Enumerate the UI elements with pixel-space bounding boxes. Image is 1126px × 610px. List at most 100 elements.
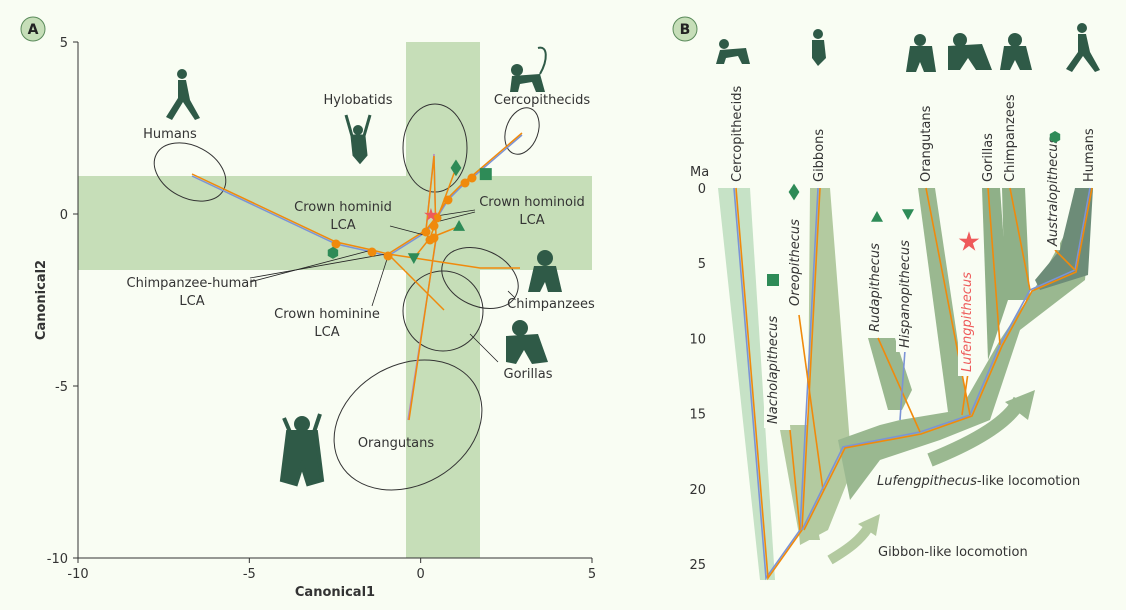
cercopithecids-ellipse <box>504 107 540 155</box>
taxon-cercopithecids: Cercopithecids <box>730 86 745 182</box>
lufeng-locomotion-italic: Lufengpithecus <box>877 474 977 489</box>
fossil-markers <box>327 159 492 265</box>
gibbon-icon <box>344 114 372 165</box>
ancestral-node <box>443 195 453 205</box>
tree-fossil-marker-lufengpithecus <box>958 231 980 251</box>
tree-fossil-marker-rudapithecus <box>871 211 883 222</box>
fossil-australopithecus: Australopithecus <box>1046 137 1061 247</box>
label-humans: Humans <box>143 127 197 142</box>
gibbon-icon <box>812 29 826 66</box>
silhouettes-a <box>166 46 562 487</box>
fossil-labels: Nacholapithecus Oreopithecus Rudapithecu… <box>764 137 1061 428</box>
x-axis-title: Canonical1 <box>295 585 375 600</box>
ma-tick-label: 25 <box>689 558 706 573</box>
vertical-band <box>406 42 480 558</box>
gibbon-arrow <box>827 525 873 565</box>
label-hylobatids: Hylobatids <box>324 93 393 108</box>
ancestral-node <box>383 251 393 261</box>
fossil-hispanopithecus: Hispanopithecus <box>898 240 913 348</box>
ma-label: Ma <box>690 165 709 180</box>
x-tick-label: -10 <box>67 567 88 582</box>
fossil-marker-australopithecus <box>327 246 339 259</box>
panel-a-badge <box>20 16 46 42</box>
fossil-marker-hispanopithecus <box>407 253 420 265</box>
silhouettes-b <box>716 23 1100 72</box>
panel-b-badge <box>672 16 698 42</box>
ma-tick-label: 5 <box>698 257 706 272</box>
human-running-icon <box>1066 23 1100 72</box>
label-crown-hominine: Crown hominine <box>274 307 380 322</box>
label-gorillas: Gorillas <box>504 367 553 382</box>
leader-lines <box>249 209 516 363</box>
panel-a-label: A <box>28 22 39 38</box>
x-tick-label: 0 <box>417 567 425 582</box>
tree-fossil-marker-nacholapithecus <box>767 274 779 286</box>
label-crown-hominid: Crown hominid <box>294 200 392 215</box>
ancestral-node <box>421 227 431 237</box>
ma-tick-label: 20 <box>689 483 706 498</box>
y-tick-label: -5 <box>55 380 68 395</box>
fossil-marker-lufengpithecus <box>424 207 438 221</box>
ticks-b: 0 5 10 15 20 25 <box>689 182 706 573</box>
tree-branches <box>733 187 1093 581</box>
human-running-icon <box>166 69 200 120</box>
taxon-gibbons: Gibbons <box>812 129 827 182</box>
orangutans-ellipse <box>333 359 483 491</box>
ancestral-node <box>331 239 341 249</box>
ancestral-node <box>429 233 439 243</box>
fossil-lufengpithecus: Lufengpithecus <box>960 272 975 372</box>
taxon-gorillas: Gorillas <box>981 133 996 182</box>
label-crown-hominoid-lca: LCA <box>519 213 544 228</box>
lufeng-arrowhead <box>1005 390 1035 420</box>
panel-b: B Ma 0 5 10 15 20 25 <box>672 16 1100 581</box>
fossil-marker-nacholapithecus <box>479 168 492 181</box>
ancestral-node <box>367 247 377 257</box>
monkey-icon <box>510 46 547 92</box>
gorilla-icon <box>506 320 548 364</box>
taxon-orangutans: Orangutans <box>919 105 934 182</box>
gorillas-ellipse <box>402 270 484 352</box>
taxon-humans: Humans <box>1082 128 1097 182</box>
ma-tick-label: 10 <box>689 332 706 347</box>
orangutan-icon <box>279 413 325 487</box>
humans-ellipse <box>153 142 227 202</box>
gorilla-icon <box>948 33 992 70</box>
chimpanzee-icon <box>528 250 562 292</box>
monkey-icon <box>716 39 750 64</box>
ancestral-node <box>467 173 477 183</box>
fossil-nacholapithecus: Nacholapithecus <box>766 316 781 424</box>
label-chimp-human-lca: LCA <box>179 294 204 309</box>
gibbon-arrowhead <box>858 514 880 536</box>
chimpanzee-icon <box>1000 33 1032 70</box>
fossil-rudapithecus: Rudapithecus <box>868 243 883 332</box>
fossil-oreopithecus: Oreopithecus <box>788 219 803 306</box>
tree-fossil-marker-australopithecus <box>1049 131 1061 143</box>
panel-b-label: B <box>680 22 691 38</box>
label-cercopithecids: Cercopithecids <box>494 93 590 108</box>
taxon-chimpanzees: Chimpanzees <box>1003 94 1018 182</box>
label-crown-hominoid: Crown hominoid <box>479 195 585 210</box>
label-crown-hominid-lca: LCA <box>330 218 355 233</box>
x-tick-label: -5 <box>243 567 256 582</box>
gibbon-locomotion-label: Gibbon-like locomotion <box>878 545 1028 560</box>
orangutan-icon <box>906 34 936 72</box>
y-tick-label: 5 <box>60 36 68 51</box>
fossil-marker-rudapithecus <box>453 220 466 231</box>
ma-tick-label: 0 <box>698 182 706 197</box>
label-crown-hominine-lca: LCA <box>314 325 339 340</box>
tree-fossil-marker-oreopithecus <box>788 183 800 201</box>
chimpanzees-ellipse <box>441 247 519 309</box>
lufeng-locomotion-label: Lufengpithecus-like locomotion <box>877 474 1080 489</box>
ma-tick-label: 15 <box>689 408 706 423</box>
label-chimp-human: Chimpanzee-human <box>127 276 258 291</box>
label-orangutans: Orangutans <box>358 436 435 451</box>
lufeng-locomotion-rest: -like locomotion <box>977 474 1080 489</box>
ancestral-node <box>429 221 439 231</box>
y-tick-label: -10 <box>47 552 68 567</box>
ancestral-node <box>460 178 470 188</box>
y-axis-title: Canonical2 <box>34 260 49 340</box>
fossil-markers-b <box>767 131 1061 286</box>
fossil-marker-oreopithecus <box>450 159 462 177</box>
